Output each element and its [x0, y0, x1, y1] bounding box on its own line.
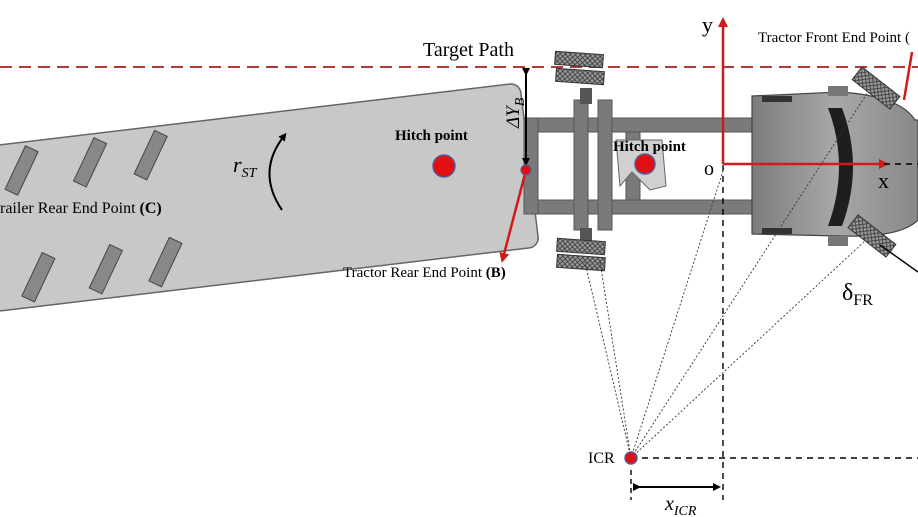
trailer-hitch-dot [432, 154, 456, 178]
x-axis-label: x [878, 168, 889, 193]
delta-fr-label: δFR [842, 280, 873, 309]
icr-label: ICR [588, 450, 615, 467]
x-icr-label: xICR [664, 493, 697, 517]
rear-tire-bottom-1 [556, 237, 606, 256]
tractor-rear-dot [520, 164, 532, 176]
delta-fr-line [879, 244, 918, 273]
tractor-hitch-label: Hitch point [613, 139, 686, 155]
trailer-tire [72, 136, 108, 188]
r-st-arc [268, 132, 287, 211]
tractor-hitch-dot [634, 153, 656, 175]
trailer [0, 83, 539, 312]
rear-tire-bottom-2 [556, 253, 606, 272]
trailer-tire [4, 145, 39, 196]
trailer-tire [148, 236, 183, 288]
target-path-label: Target Path [423, 39, 514, 61]
delta-y-label: ΔYB [503, 97, 528, 129]
y-axis-label: y [702, 12, 713, 37]
front-tire-bottom [847, 214, 897, 258]
trailer-rear-label: railer Rear End Point (C) [0, 200, 162, 217]
tractor-rear-arrow [499, 169, 528, 263]
tractor-rear-label: Tractor Rear End Point (B) [343, 265, 506, 281]
tractor-front-label: Tractor Front End Point ( [758, 30, 910, 46]
trailer-hitch-label: Hitch point [395, 128, 468, 144]
tractor-cab [751, 86, 918, 246]
origin-label: o [704, 158, 714, 180]
trailer-tire [88, 243, 124, 295]
icr-dot [624, 451, 638, 465]
tractor-front-arrow [902, 51, 914, 101]
rear-tire-top-1 [554, 50, 604, 69]
trailer-tire [133, 129, 168, 181]
front-tire-top [851, 66, 901, 110]
r-st-label: rST [233, 152, 258, 181]
icr-construction-lines [584, 91, 869, 459]
rear-tire-top-2 [555, 67, 605, 86]
trailer-tire [21, 251, 56, 303]
